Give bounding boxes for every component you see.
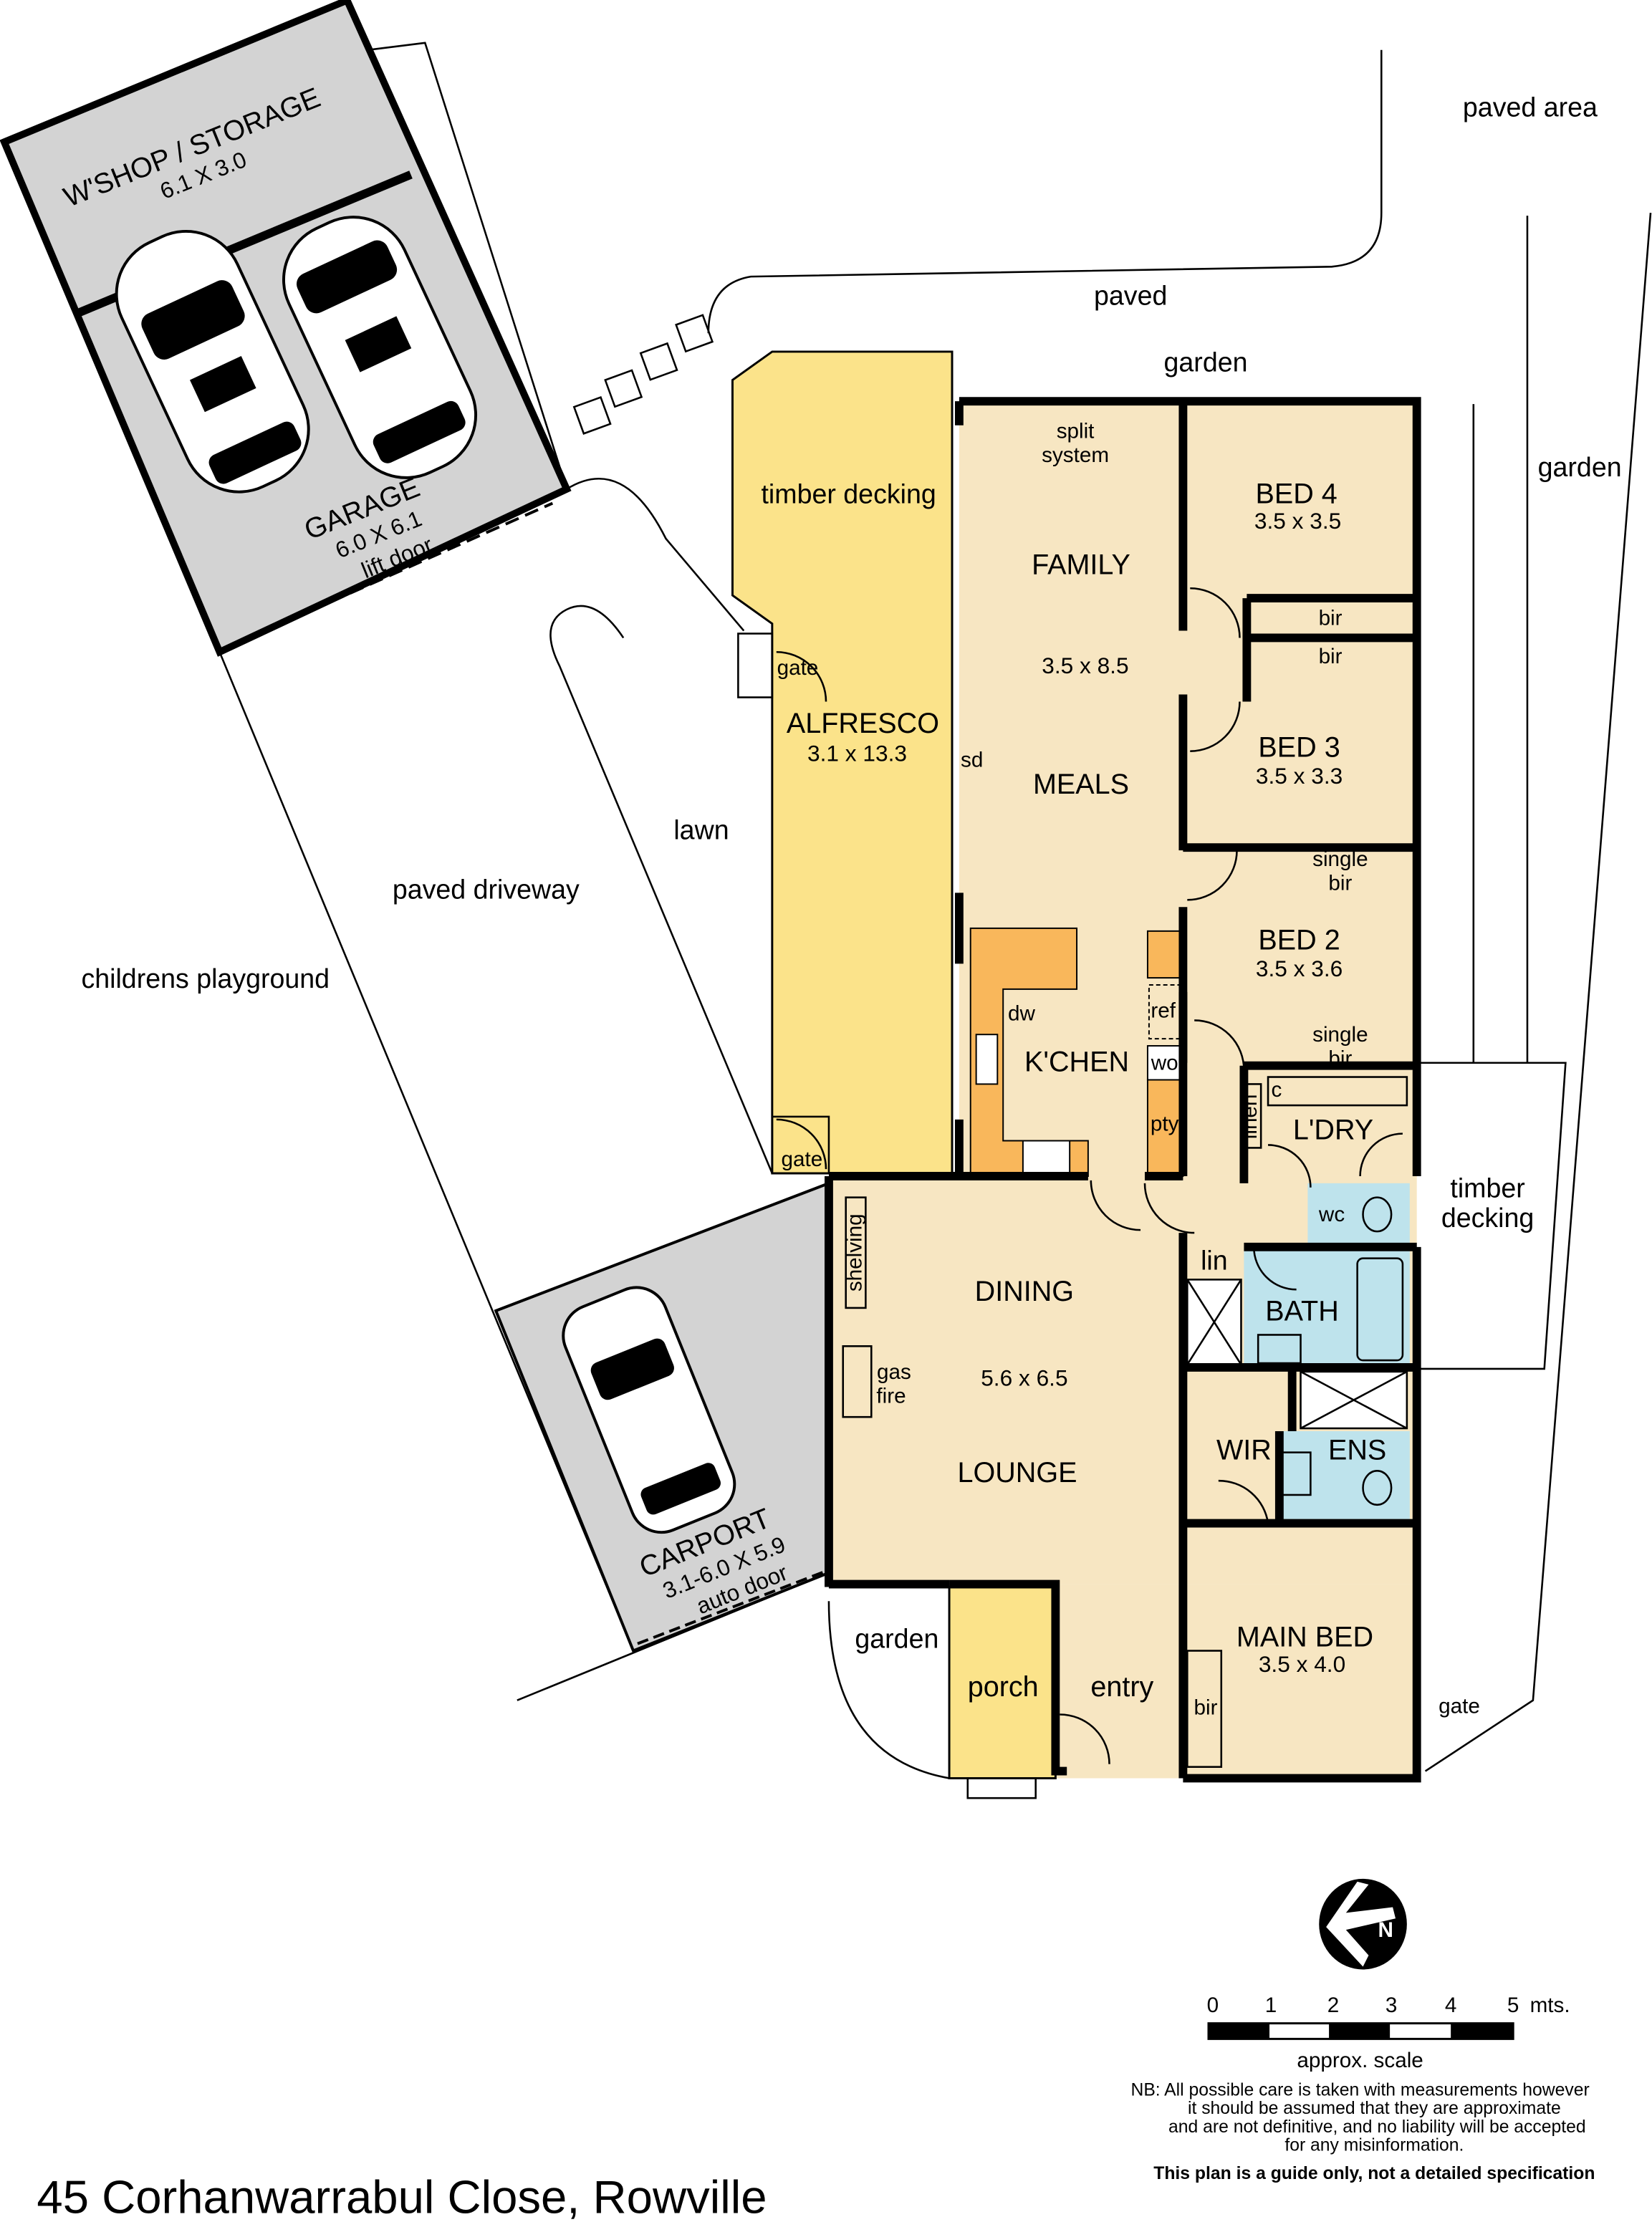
alfresco-area xyxy=(731,350,954,1175)
bed4-size: 3.5 x 3.5 xyxy=(1254,508,1341,534)
gas-fire-label: fire xyxy=(876,1384,906,1408)
property-address: 45 Corhanwarrabul Close, Rowville xyxy=(37,2171,767,2222)
bir-label: bir xyxy=(1194,1696,1218,1720)
kitchen-label: K'CHEN xyxy=(1024,1047,1129,1078)
laundry-label: L'DRY xyxy=(1293,1115,1373,1146)
garage-structure xyxy=(0,0,572,657)
disclaimer-line: NB: All possible care is taken with meas… xyxy=(1130,2081,1589,2100)
bir-label: single xyxy=(1312,1023,1368,1047)
driveway-label: paved driveway xyxy=(393,874,580,904)
disclaimer: NB: All possible care is taken with meas… xyxy=(1130,2081,1595,2184)
sliding-door-label: sd xyxy=(961,748,983,771)
gate-label: gate xyxy=(777,656,819,680)
paved-label: paved xyxy=(1094,281,1167,311)
carport-structure xyxy=(494,1180,833,1653)
doors xyxy=(776,587,1403,1764)
alfresco-size: 3.1 x 13.3 xyxy=(807,741,907,766)
scale-unit: mts. xyxy=(1530,1993,1570,2017)
main-bed-size: 3.5 x 4.0 xyxy=(1259,1651,1345,1677)
scale-bar: 0 1 2 3 4 5 mts. approx. scale xyxy=(1207,1993,1570,2072)
shelving-label: shelving xyxy=(842,1213,866,1292)
wall-oven-label: wo xyxy=(1151,1052,1178,1075)
bed3-size: 3.5 x 3.3 xyxy=(1256,763,1343,789)
lawn-label: lawn xyxy=(673,814,729,845)
linen-label: lin xyxy=(1201,1246,1228,1276)
timber-decking-label: timber decking xyxy=(762,479,936,509)
playground-label: childrens playground xyxy=(81,963,330,994)
scale-tick: 5 xyxy=(1507,1993,1519,2017)
garden-label: garden xyxy=(855,1624,938,1654)
scale-tick: 2 xyxy=(1327,1993,1340,2017)
bed3-label: BED 3 xyxy=(1258,732,1340,764)
fridge-label: ref xyxy=(1151,999,1176,1022)
split-system-label: split xyxy=(1057,420,1095,443)
bir-label: bir xyxy=(1319,607,1343,630)
bed2-size: 3.5 x 3.6 xyxy=(1256,956,1343,981)
porch-label: porch xyxy=(968,1671,1039,1703)
bed4-label: BED 4 xyxy=(1255,478,1337,510)
gate-label: gate xyxy=(1439,1695,1480,1718)
site-boundaries xyxy=(218,42,1652,1779)
car-icon xyxy=(282,216,478,479)
house-floor xyxy=(828,401,1417,1799)
bir-label: bir xyxy=(1319,645,1343,668)
dishwasher-label: dw xyxy=(1008,1001,1035,1025)
dining-size: 5.6 x 6.5 xyxy=(981,1365,1067,1391)
north-compass-icon: N xyxy=(1319,1878,1407,1970)
car-icon xyxy=(115,229,310,494)
scale-tick: 0 xyxy=(1207,1993,1219,2017)
ens-label: ENS xyxy=(1328,1435,1386,1466)
entry-label: entry xyxy=(1090,1671,1153,1703)
scale-tick: 1 xyxy=(1265,1993,1277,2017)
lounge-label: LOUNGE xyxy=(957,1457,1077,1488)
stepping-stones xyxy=(572,314,714,435)
pantry-label: pty xyxy=(1151,1112,1179,1136)
meals-label: MEALS xyxy=(1033,769,1129,800)
copper-label: c xyxy=(1271,1078,1282,1102)
dining-label: DINING xyxy=(975,1276,1074,1307)
scale-tick: 4 xyxy=(1445,1993,1457,2017)
car-icon xyxy=(562,1286,736,1534)
split-system-label: system xyxy=(1042,443,1109,467)
disclaimer-line: and are not definitive, and no liability… xyxy=(1168,2117,1586,2137)
timber-decking-label: decking xyxy=(1441,1203,1534,1233)
walls xyxy=(825,397,1421,1783)
disclaimer-line: for any misinformation. xyxy=(1284,2136,1464,2155)
disclaimer-bold: This plan is a guide only, not a detaile… xyxy=(1153,2164,1595,2183)
main-bed-label: MAIN BED xyxy=(1236,1622,1373,1653)
linen-label: linen xyxy=(1238,1095,1262,1140)
compass-north-letter: N xyxy=(1378,1918,1393,1942)
timber-decking-label: timber xyxy=(1450,1173,1524,1203)
bir-label: bir xyxy=(1328,1047,1352,1071)
wir-label: WIR xyxy=(1216,1435,1272,1466)
family-size: 3.5 x 8.5 xyxy=(1042,653,1128,678)
scale-tick: 3 xyxy=(1386,1993,1398,2017)
bath-label: BATH xyxy=(1265,1296,1339,1327)
gas-fire-label: gas xyxy=(877,1360,911,1384)
disclaimer-line: it should be assumed that they are appro… xyxy=(1188,2099,1561,2118)
bir-label: single xyxy=(1312,847,1368,871)
bir-label: bir xyxy=(1328,871,1352,895)
family-label: FAMILY xyxy=(1032,549,1130,580)
alfresco-label: ALFRESCO xyxy=(787,708,939,739)
scale-label: approx. scale xyxy=(1297,2049,1423,2072)
garden-label: garden xyxy=(1164,347,1248,377)
bed2-label: BED 2 xyxy=(1258,925,1340,956)
garden-label: garden xyxy=(1538,452,1622,482)
paved-area-label: paved area xyxy=(1463,92,1598,122)
wc-label: wc xyxy=(1318,1203,1345,1226)
gate-label: gate xyxy=(782,1148,823,1171)
